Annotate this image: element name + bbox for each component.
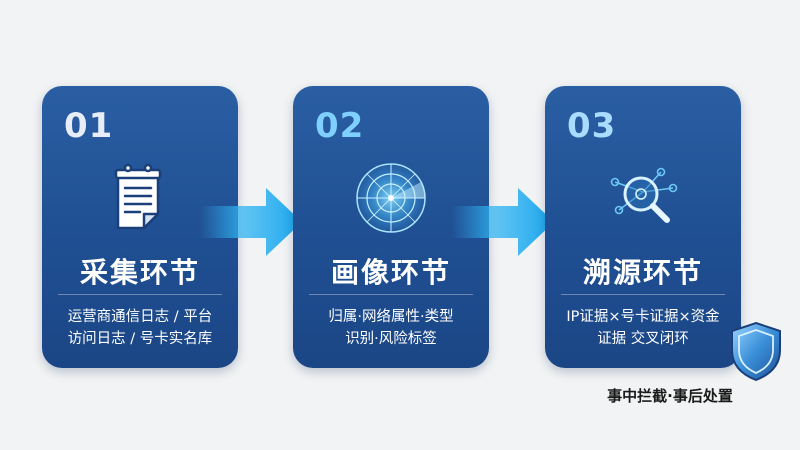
- step-description: 归属·网络属性·类型 识别·风险标签: [303, 306, 479, 350]
- step-title: 画像环节: [330, 256, 451, 289]
- divider: [309, 294, 473, 295]
- step-card-3: 03 溯源环节 IP证据×号卡证据×资金 证据 交叉闭环: [545, 86, 741, 368]
- radar-icon: [351, 158, 431, 238]
- step-title: 采集环节: [79, 256, 200, 289]
- step-number: 02: [315, 106, 365, 146]
- divider: [58, 294, 222, 295]
- document-icon: [100, 158, 180, 238]
- step-title: 溯源环节: [582, 256, 703, 289]
- arrow-right-icon: [200, 182, 304, 262]
- footer-note: 事中拦截·事后处置: [607, 387, 733, 405]
- step-description: 运营商通信日志 / 平台 访问日志 / 号卡实名库: [52, 306, 228, 350]
- divider: [561, 294, 725, 295]
- step-number: 01: [64, 106, 114, 146]
- shield-icon: [726, 320, 786, 382]
- desc-line: 识别·风险标签: [345, 331, 437, 347]
- desc-line: 归属·网络属性·类型: [328, 309, 454, 325]
- magnifier-network-icon: [603, 158, 683, 238]
- desc-line: IP证据×号卡证据×资金: [566, 309, 720, 325]
- desc-line: 证据 交叉闭环: [597, 331, 689, 347]
- step-number: 03: [567, 106, 617, 146]
- desc-line: 访问日志 / 号卡实名库: [67, 331, 213, 347]
- step-description: IP证据×号卡证据×资金 证据 交叉闭环: [555, 306, 731, 350]
- desc-line: 运营商通信日志 / 平台: [67, 309, 213, 325]
- arrow-right-icon: [452, 182, 556, 262]
